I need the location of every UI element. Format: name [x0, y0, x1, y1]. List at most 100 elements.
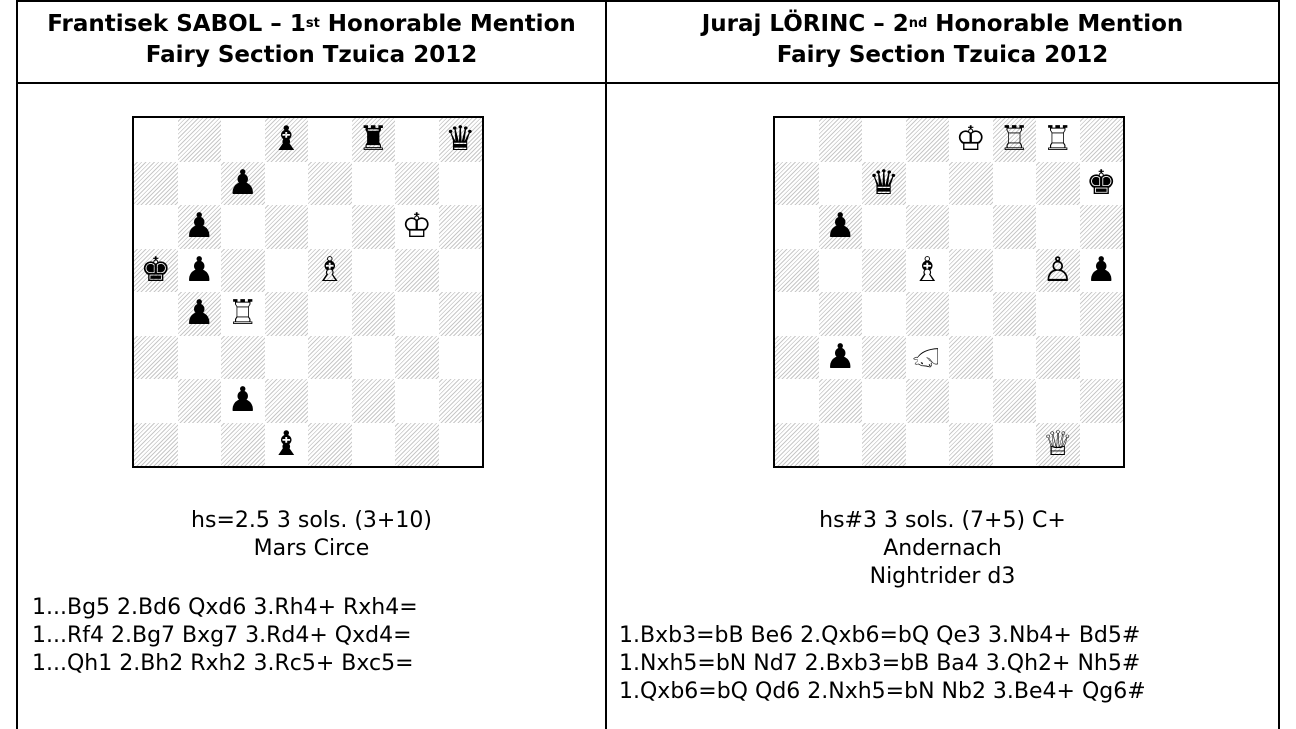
left-stipulation: hs=2.5 3 sols. (3+10): [191, 508, 432, 533]
board-square: [308, 118, 352, 162]
board-square: [993, 162, 1037, 206]
board-square: [775, 379, 819, 423]
board-square: [438, 292, 482, 336]
chess-piece-d8: ♝: [271, 119, 302, 159]
board-square: [221, 205, 265, 249]
board-square: [134, 248, 178, 292]
chess-piece-e5: ♗: [314, 249, 345, 290]
right-solution-2: 1.Nxh5=bN Nd7 2.Bxb3=bB Ba4 3.Qh2+ Nh5#: [619, 651, 1141, 676]
board-square: [818, 118, 862, 162]
board-square: [818, 205, 862, 249]
board-square: [949, 161, 993, 205]
right-title-line2: Fairy Section Tzuica 2012: [776, 42, 1109, 68]
board-square: [992, 379, 1036, 423]
board-square: [1080, 423, 1124, 467]
board-square: [221, 335, 265, 379]
board-square: [1036, 205, 1080, 249]
board-square: [992, 118, 1036, 162]
right-condition-1: Andernach: [883, 536, 1002, 561]
board-square: [862, 292, 906, 336]
board-square: [134, 205, 178, 249]
chess-piece-g6: ♔: [401, 206, 432, 246]
board-square: [862, 205, 906, 249]
chess-piece-h8: ♛: [445, 119, 476, 159]
board-square: [308, 292, 352, 336]
board-square: [438, 118, 482, 162]
board-square: [351, 292, 395, 336]
board-square: [1080, 336, 1124, 380]
board-square: [395, 335, 439, 379]
right-title-line1: Juraj LÖRINC – 2nd Honorable Mention: [701, 11, 1184, 37]
chess-piece-g1: ♕: [1042, 423, 1073, 464]
board-square: [993, 249, 1037, 293]
board-square: [1036, 161, 1080, 205]
left-title-line1: Frantisek SABOL – 1st Honorable Mention: [47, 11, 576, 37]
left-condition: Mars Circe: [253, 536, 370, 561]
left-solution-3: 1...Qh1 2.Bh2 Rxh2 3.Rc5+ Bxc5=: [32, 651, 414, 676]
board-square: [177, 205, 221, 249]
board-square: [819, 423, 863, 467]
left-solution-1: 1...Bg5 2.Bd6 Qxd6 3.Rh4+ Rxh4=: [32, 595, 418, 620]
right-solution-3: 1.Qxb6=bQ Qd6 2.Nxh5=bN Nb2 3.Be4+ Qg6#: [619, 679, 1146, 704]
board-square: [992, 205, 1036, 249]
board-square: [352, 162, 396, 206]
top-rule: [16, 0, 1280, 2]
chess-piece-f8: ♖: [999, 119, 1030, 159]
board-square: [1079, 118, 1123, 162]
page-frame: [16, 0, 1280, 729]
board-square: [1036, 335, 1080, 379]
board-square: [265, 336, 309, 380]
board-square: [1036, 422, 1080, 466]
board-square: [265, 162, 309, 206]
left-solution-2: 1...Rf4 2.Bg7 Bxg7 3.Rd4+ Qxd4=: [32, 623, 412, 648]
board-square: [862, 422, 906, 466]
chess-piece-d5: ♗: [912, 249, 943, 290]
chess-piece-a5: ♚: [140, 249, 171, 290]
board-square: [308, 422, 352, 466]
board-square: [1079, 205, 1123, 249]
chess-piece-b3: ♟: [825, 336, 856, 377]
board-square: [775, 292, 819, 336]
board-square: [134, 422, 178, 466]
board-square: [905, 118, 949, 162]
board-square: [177, 292, 221, 336]
board-square: [1079, 379, 1123, 423]
chess-piece-b4: ♟: [184, 293, 215, 333]
chess-piece-c4: ♖: [227, 293, 258, 333]
board-square: [775, 205, 819, 249]
board-square: [993, 336, 1037, 380]
right-condition-2: Nightrider d3: [869, 564, 1016, 589]
board-square: [395, 161, 439, 205]
chess-piece-f8: ♜: [358, 119, 389, 159]
board-square: [439, 249, 483, 293]
board-square: [178, 423, 222, 467]
board-square: [352, 423, 396, 467]
board-square: [351, 205, 395, 249]
right-solution-1: 1.Bxb3=bB Be6 2.Qxb6=bQ Qe3 3.Nb4+ Bd5#: [619, 623, 1141, 648]
chess-piece-d3: ♘: [906, 342, 947, 373]
board-square: [1036, 248, 1080, 292]
board-square: [134, 379, 178, 423]
board-square: [993, 423, 1037, 467]
board-square: [395, 292, 439, 336]
board-square: [1036, 379, 1080, 423]
chess-piece-g5: ♙: [1042, 249, 1073, 290]
board-square: [221, 248, 265, 292]
board-square: [775, 335, 819, 379]
board-square: [949, 335, 993, 379]
board-square: [775, 161, 819, 205]
chess-piece-b5: ♟: [184, 249, 215, 290]
board-square: [308, 205, 352, 249]
header-rule: [16, 82, 1280, 84]
board-square: [308, 335, 352, 379]
column-divider: [605, 0, 607, 729]
chess-piece-c7: ♟: [227, 162, 258, 203]
board-square: [819, 162, 863, 206]
chess-piece-h7: ♚: [1086, 162, 1117, 203]
board-square: [819, 249, 863, 293]
board-square: [862, 118, 906, 162]
board-square: [264, 205, 308, 249]
board-square: [265, 249, 309, 293]
board-square: [264, 292, 308, 336]
chess-piece-c2: ♟: [227, 380, 258, 420]
